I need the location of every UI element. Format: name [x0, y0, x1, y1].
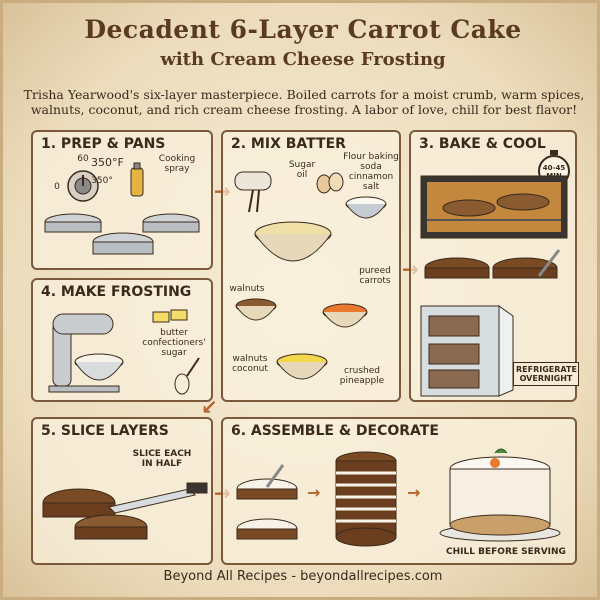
panel-make-frosting: 4. MAKE FROSTING butter confectioners' s…	[31, 278, 213, 402]
stacked-layers-icon	[335, 451, 397, 547]
hand-mixer-icon	[234, 171, 272, 213]
dial-mid-label: 350°	[91, 176, 113, 186]
walnuts-bowl-icon	[235, 298, 277, 321]
sliced-cakes-icon	[42, 482, 208, 540]
cooling-cakes-icon	[424, 249, 561, 279]
panel-bake-cool: 3. BAKE & COOL 40-45 MIN REFRIGER	[409, 130, 579, 402]
flour-bowl-icon	[345, 196, 387, 219]
dial-low-label: 0	[54, 182, 60, 192]
spray-label: Cooking spray	[158, 154, 196, 174]
panel-mix-batter: 2. MIX BATTER Sugar oil Flour baking sod…	[221, 130, 401, 402]
pureed-carrots-label: pureed carrots	[359, 266, 391, 286]
panel-mix-title: 2. MIX BATTER	[231, 136, 346, 152]
chill-note: CHILL BEFORE SERVING	[446, 547, 566, 557]
crushed-pineapple-label: crushed pineapple	[339, 366, 385, 386]
panel-assemble-title: 6. ASSEMBLE & DECORATE	[231, 423, 439, 439]
refrigerate-note: REFRIGERATE OVERNIGHT	[513, 362, 579, 386]
oven-temp-label: 350°F	[91, 156, 124, 169]
panel-assemble-decorate: 6. ASSEMBLE & DECORATE → →	[221, 417, 577, 565]
walnuts-label: walnuts	[229, 284, 265, 294]
butter-icon	[152, 309, 188, 323]
panel-slice-layers: 5. SLICE LAYERS SLICE EACH IN HALF	[31, 417, 213, 565]
panel-bake-title: 3. BAKE & COOL	[419, 136, 546, 152]
footer-credit: Beyond All Recipes - beyondallrecipes.co…	[163, 569, 443, 584]
sugar-oil-label: Sugar oil	[288, 160, 316, 180]
refrigerator-icon	[420, 305, 514, 397]
oven-dial-icon	[67, 170, 99, 202]
butter-sugar-label: butter confectioners' sugar	[142, 328, 206, 358]
intro-text: Trisha Yearwood's six-layer masterpiece.…	[23, 87, 585, 117]
whisk-icon	[174, 357, 200, 395]
walnuts-coconut-label: walnuts coconut	[232, 354, 268, 374]
panel-slice-title: 5. SLICE LAYERS	[41, 423, 169, 439]
panel-prep-title: 1. PREP & PANS	[41, 136, 166, 152]
dry-ingredients-label: Flour baking soda cinnamon salt	[343, 152, 399, 192]
frosting-layer-icon	[236, 464, 298, 540]
slice-note: SLICE EACH IN HALF	[132, 449, 192, 469]
spray-can-icon	[130, 162, 144, 197]
stand-mixer-icon	[48, 313, 124, 393]
oven-interior-icon	[420, 175, 568, 239]
batter-bowl-icon	[254, 221, 332, 262]
page-subtitle: with Cream Cheese Frosting	[160, 49, 446, 70]
carrots-bowl-icon	[322, 303, 368, 328]
arrow-assemble-1-icon: →	[307, 483, 321, 502]
panel-prep-pans: 1. PREP & PANS 60 0 350° 350°F Cooking s…	[31, 130, 213, 270]
arrow-assemble-2-icon: →	[407, 483, 421, 502]
page-title: Decadent 6-Layer Carrot Cake	[84, 15, 522, 44]
eggs-icon	[316, 172, 344, 194]
dial-mark-label: 60	[77, 154, 89, 164]
cake-pans-icon	[44, 213, 200, 255]
coconut-pineapple-bowl-icon	[276, 353, 328, 380]
panel-frosting-title: 4. MAKE FROSTING	[41, 284, 192, 300]
finished-cake-icon	[439, 448, 561, 542]
